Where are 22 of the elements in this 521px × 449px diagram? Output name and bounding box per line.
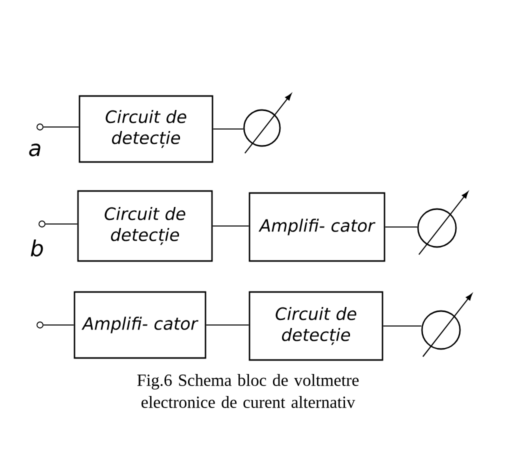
wire [206, 324, 249, 326]
input-terminal [36, 322, 44, 328]
wire [213, 128, 244, 130]
row-letter: b [30, 239, 43, 256]
input-terminal [38, 220, 46, 228]
wire [45, 223, 78, 225]
row-letter: a [29, 144, 40, 156]
block-box: Circuit de detecție [248, 291, 384, 361]
wire [383, 325, 422, 327]
block-box: Amplifi- cator [248, 192, 386, 262]
caption: Fig.6 Schema bloc de voltmetre electronice de curent alternativ [137, 374, 359, 408]
block-box: Amplifi- cator [74, 291, 206, 359]
meter-symbol [243, 93, 292, 154]
meter-symbol [417, 191, 468, 255]
wire [385, 226, 418, 228]
wire [43, 324, 74, 326]
meter-symbol [421, 293, 472, 357]
block-box: Circuit de detecție [77, 190, 213, 262]
input-terminal [36, 124, 44, 130]
block-box: Circuit de detecție [78, 95, 214, 163]
wire [43, 126, 79, 128]
wire [212, 225, 249, 227]
